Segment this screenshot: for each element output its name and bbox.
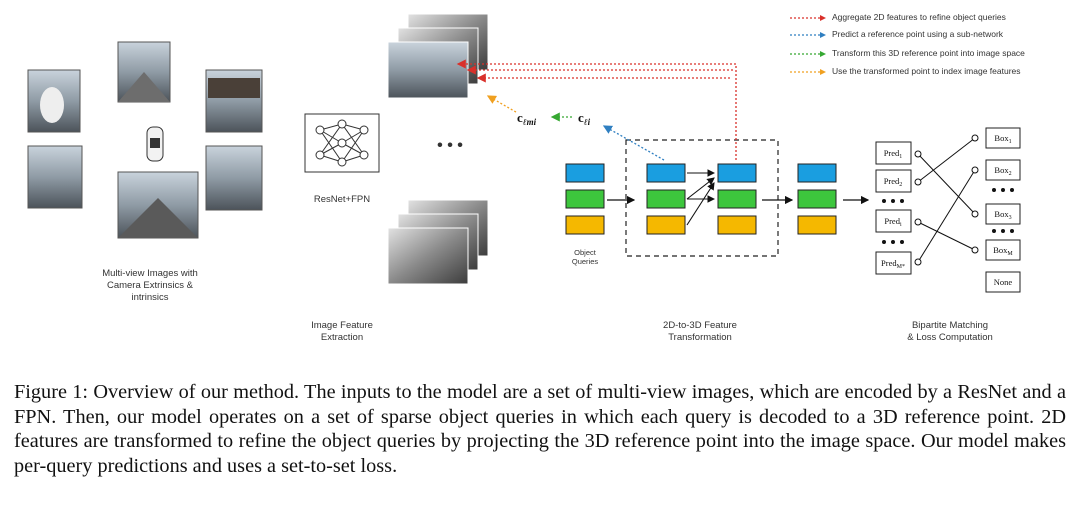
object-queries-label: Object Queries <box>571 248 599 266</box>
camera-image-back-left <box>27 145 83 209</box>
transform-inner-queries <box>646 163 757 235</box>
caption-text: Figure 1: Overview of our method. The in… <box>14 381 1066 477</box>
figure-caption: Figure 1: Overview of our method. The in… <box>14 380 1066 478</box>
c-lmi-label: cℓmi <box>517 110 537 127</box>
query-yellow <box>565 215 605 235</box>
pred-label-2: Pred2 <box>884 176 903 188</box>
red-aggregate-arrows <box>456 59 737 160</box>
feature-map-stack-bottom <box>387 199 489 285</box>
pred-label-m: PredM* <box>881 258 905 270</box>
transformation-box <box>625 139 779 257</box>
figure-diagram: Pred1 Pred2 Predi PredM* Box1 Box2 Box3 … <box>27 13 1021 293</box>
ground-truth-boxes: Box1 Box2 Box3 BoxM None <box>985 127 1021 293</box>
object-queries <box>565 163 605 235</box>
transformation-label: 2D-to-3D Feature Transformation <box>663 320 737 343</box>
output-queries <box>797 163 837 235</box>
prediction-boxes: Pred1 Pred2 Predi PredM* <box>875 141 912 275</box>
camera-image-back-right <box>205 145 263 211</box>
matching-label: Bipartite Matching & Loss Computation <box>907 320 993 343</box>
box-ellipsis <box>992 188 1014 233</box>
bipartite-nodes <box>914 134 979 266</box>
bipartite-connectors <box>917 137 976 263</box>
query-green <box>565 189 605 209</box>
query-blue <box>565 163 605 183</box>
orange-index-arrow <box>486 95 517 113</box>
blue-predict-arrow <box>602 125 665 161</box>
multiview-caption: Multi-view Images with Camera Extrinsics… <box>102 268 198 303</box>
feature-extraction-label: Image Feature Extraction <box>311 320 373 343</box>
feature-map-stack-top <box>387 13 489 99</box>
resnet-label: ResNet+FPN <box>313 194 371 205</box>
pred-ellipsis <box>882 199 904 244</box>
pred-label-i: Predi <box>884 216 902 228</box>
box-label-1: Box1 <box>994 133 1011 145</box>
box-label-none: None <box>994 277 1013 287</box>
box-label-m: BoxM <box>993 245 1013 257</box>
box-label-3: Box3 <box>994 209 1011 221</box>
resnet-fpn-block <box>304 113 380 173</box>
c-li-label: cℓi <box>578 110 591 127</box>
multiview-images <box>27 41 263 239</box>
box-label-2: Box2 <box>994 165 1011 177</box>
pred-label-1: Pred1 <box>884 148 903 160</box>
top-ellipsis: • • • <box>437 137 463 154</box>
method-overview-figure: Pred1 Pred2 Predi PredM* Box1 Box2 Box3 … <box>27 12 1025 343</box>
